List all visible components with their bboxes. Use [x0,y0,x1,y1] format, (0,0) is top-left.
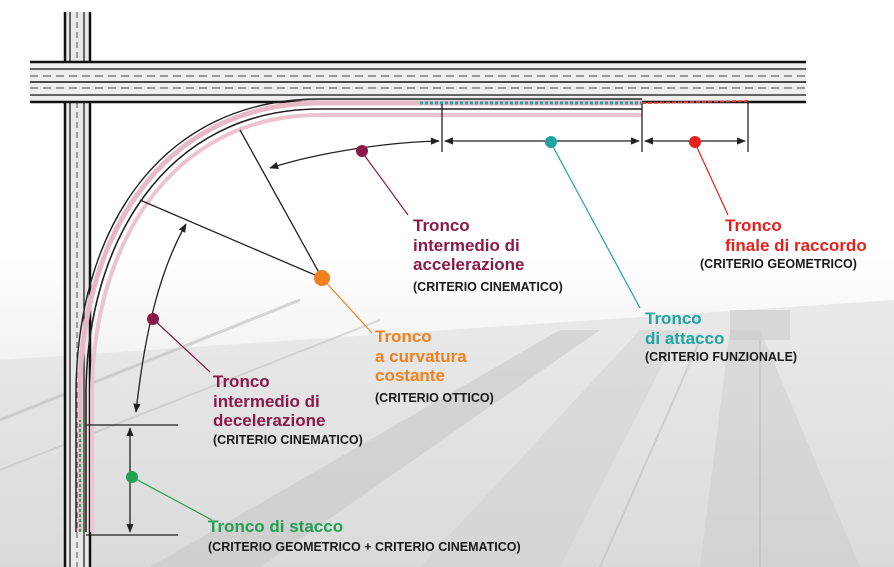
title-line: Tronco [213,372,270,391]
label-detachment: Tronco di stacco (CRITERIO GEOMETRICO + … [208,517,521,554]
title-line: intermedio di [213,391,320,411]
title-line: Tronco di stacco [208,517,344,536]
label-intermediate-acceleration: Tronco intermedio di accelerazione (CRIT… [413,216,563,294]
criterion-text: (CRITERIO FUNZIONALE) [645,350,798,365]
label-final-connection: Tronco finale di raccordo (CRITERIO GEOM… [700,216,867,271]
title-line: finale di raccordo [725,235,867,255]
title-line: Tronco [413,216,470,235]
leader-lines [131,142,729,521]
title-line: decelerazione [213,411,326,431]
marker-constant-curvature-icon [314,270,330,286]
label-intermediate-deceleration: Tronco intermedio di decelerazione (CRIT… [213,372,363,447]
label-attachment: Tronco di attacco (CRITERIO FUNZIONALE) [645,309,797,364]
marker-intermediate-acceleration-icon [356,145,368,157]
title-line: a curvatura [375,346,467,366]
marker-final-connection-icon [689,136,701,148]
title-line: intermedio di [413,235,520,255]
horizontal-road [30,60,806,104]
criterion-text: (CRITERIO CINEMATICO) [413,279,563,294]
title-line: Tronco [645,309,702,328]
marker-attachment-icon [545,136,557,148]
criterion-text: (CRITERIO CINEMATICO) [213,432,363,447]
criterion-text: (CRITERIO GEOMETRICO) [700,257,857,272]
criterion-text: (CRITERIO OTTICO) [375,390,494,405]
label-constant-curvature: Tronco a curvatura costante (CRITERIO OT… [375,327,494,405]
marker-detachment-icon [126,471,138,483]
criterion-text: (CRITERIO GEOMETRICO + CRITERIO CINEMATI… [208,539,521,554]
title-line: Tronco [375,327,432,346]
title-line: Tronco [725,216,782,235]
title-line: di attacco [645,328,725,348]
title-line: accelerazione [413,255,525,275]
ramp-curve [75,98,749,532]
dimension-lines [86,101,749,536]
marker-intermediate-deceleration-icon [147,313,159,325]
title-line: costante [375,366,445,386]
